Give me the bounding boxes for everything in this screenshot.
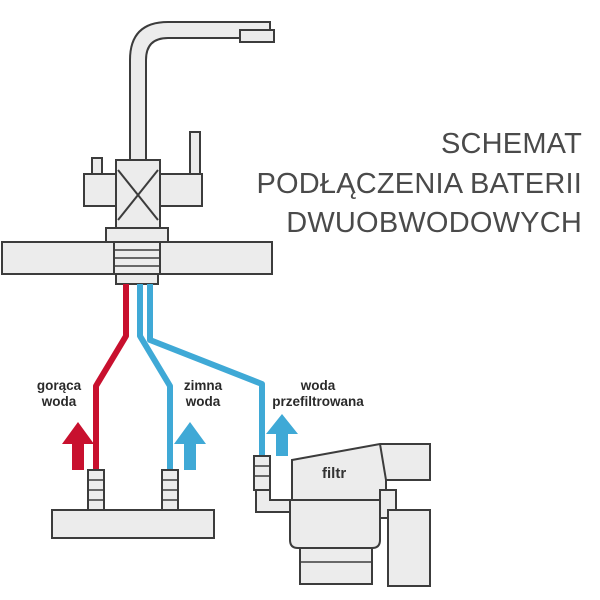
filtered-water-valve <box>253 455 295 513</box>
title-line-1: SCHEMAT <box>440 128 582 160</box>
filtered-water-label-line-2: przefiltrowana <box>272 394 364 409</box>
cold-water-hose <box>137 284 173 472</box>
filter-label: filtr <box>322 465 347 482</box>
hot-arrow-icon <box>62 422 94 470</box>
hot-water-label-line-1: gorąca <box>36 378 82 393</box>
cold-water-label-line-1: zimna <box>183 378 223 393</box>
cold-water-label: zimna woda <box>178 378 228 410</box>
filtered-water-label-line-1: woda <box>300 378 336 393</box>
hot-water-label-line-2: woda <box>41 394 77 409</box>
title-line-3: DWUOBWODOWYCH <box>286 207 582 239</box>
filter-unit-icon <box>289 443 431 587</box>
hot-water-hose <box>93 284 129 472</box>
faucet-icon <box>83 21 275 285</box>
hot-water-valve <box>87 469 105 511</box>
wall-bench <box>51 509 215 539</box>
hot-water-label: gorąca woda <box>34 378 84 410</box>
cold-water-label-line-2: woda <box>185 394 221 409</box>
title-line-2: PODŁĄCZENIA BATERII <box>256 168 582 200</box>
filtered-water-label: woda przefiltrowana <box>266 378 370 410</box>
filtered-water-hose <box>147 284 265 458</box>
filtered-arrow-icon <box>266 414 298 456</box>
cold-arrow-icon <box>174 422 206 470</box>
cold-water-valve <box>161 469 179 511</box>
